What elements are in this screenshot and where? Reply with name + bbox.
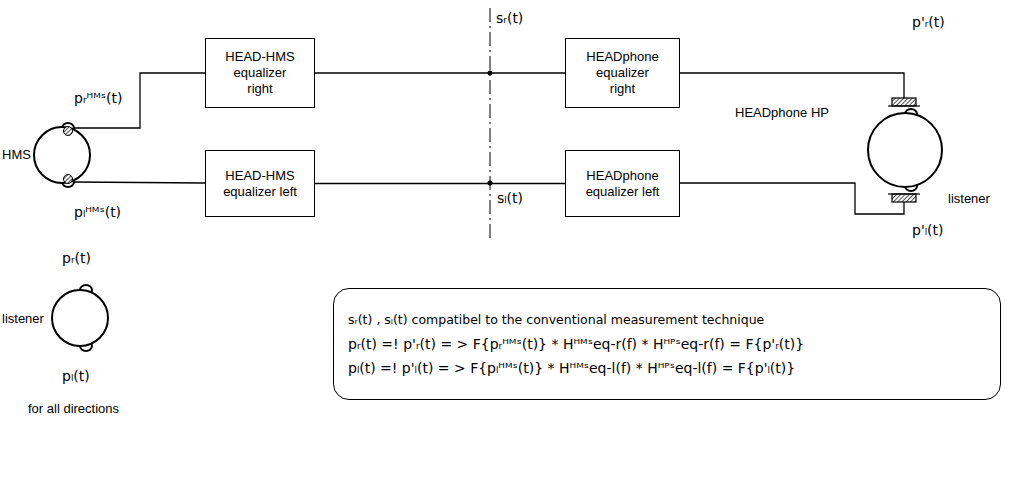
signal-label: pᵣᴴᴹˢ(t) (74, 90, 122, 107)
microphone-wires (73, 73, 205, 183)
signal-label: p'ᵣ(t) (912, 14, 945, 31)
signal-wire (315, 183, 565, 184)
separation-line (490, 8, 491, 238)
formula-box: sᵣ(t) , sₗ(t) compatibel to the conventi… (333, 288, 1001, 400)
signal-label: pₗᴴᴹˢ(t) (74, 204, 121, 221)
hms-head (34, 123, 90, 187)
head-label: HMS (2, 146, 31, 163)
equalizer-box: HEAD-HMS equalizer right (205, 38, 315, 108)
formula-text: sᵣ(t) , sₗ(t) compatibel to the conventi… (348, 308, 986, 332)
headphone-cups (888, 98, 920, 202)
equalizer-box: HEAD-HMS equalizer left (205, 150, 315, 217)
box-label: HEADphone equalizer left (583, 168, 663, 200)
signal-label: pᵣ(t) (62, 250, 91, 267)
listener-label: listener (2, 310, 44, 327)
signal-label: p'ₗ(t) (912, 222, 943, 239)
equalizer-box: HEADphone equalizer right (565, 38, 680, 108)
signal-label: sₗ(t) (497, 190, 523, 207)
equalizer-box: HEADphone equalizer left (565, 150, 680, 217)
box-label: HEADphone equalizer right (583, 49, 663, 97)
listener-label: listener (948, 190, 990, 207)
note: for all directions (28, 400, 119, 417)
signal-label: sᵣ(t) (496, 10, 523, 27)
listener-head (868, 109, 942, 191)
signal-label: pₗ(t) (62, 368, 90, 385)
box-label: HEAD-HMS equalizer left (220, 168, 300, 200)
formula-text: pₗ(t) =! p'ₗ(t) = > F{pₗᴴᴹˢ(t)} * Hᴴᴹˢeq… (348, 356, 986, 380)
formula-text: pᵣ(t) =! p'ᵣ(t) = > F{pᵣᴴᴹˢ(t)} * Hᴴᴹˢeq… (348, 332, 986, 356)
box-label: HEAD-HMS equalizer right (220, 49, 300, 97)
reference-head (52, 285, 108, 351)
headphone-label: HEADphone HP (735, 104, 829, 121)
signal-wire (315, 72, 565, 73)
